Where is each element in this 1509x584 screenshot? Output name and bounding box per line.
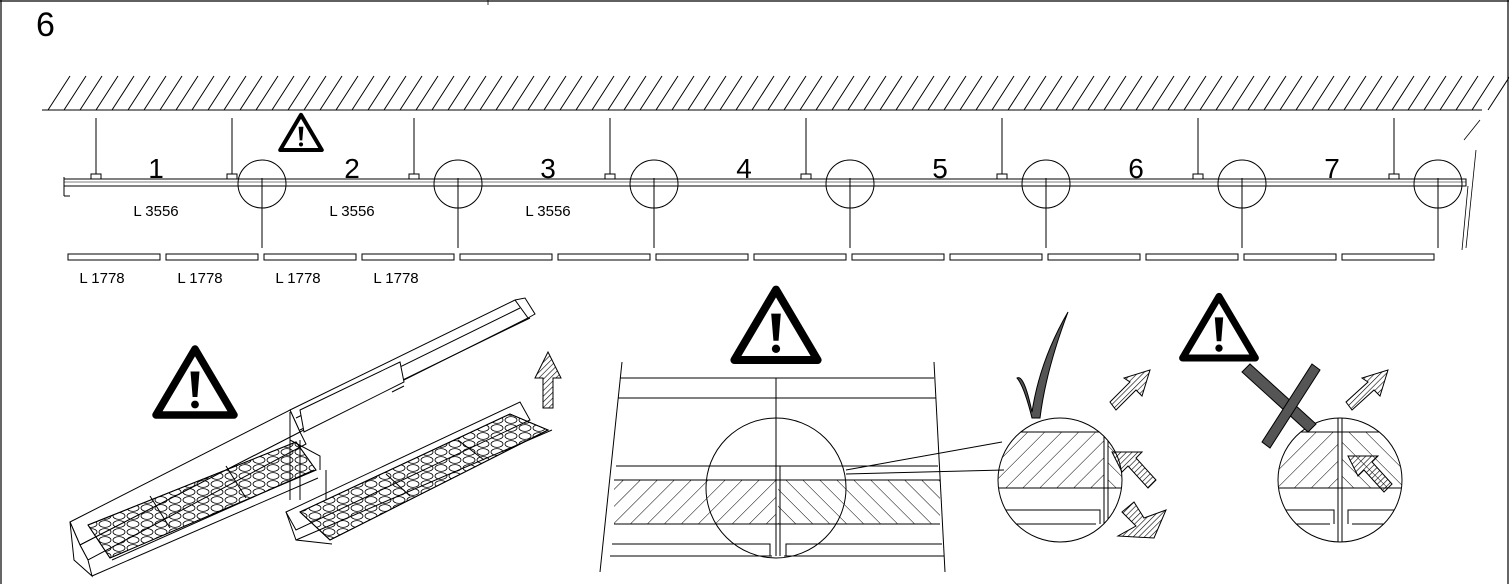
segment-number: 5 — [932, 153, 948, 184]
correct-joint-detail — [997, 417, 1167, 543]
module-bar — [949, 253, 1043, 261]
module-bar — [557, 253, 651, 261]
module-length: L 1778 — [275, 270, 320, 287]
joint-detail-view — [599, 361, 1005, 573]
module-bar — [851, 253, 945, 261]
module-bar — [459, 253, 553, 261]
module-bars — [67, 253, 1435, 261]
module-bar — [263, 253, 357, 261]
module-bar — [1145, 253, 1239, 261]
ceiling-hatching — [42, 75, 1509, 111]
pointer-arrow-icon — [1109, 369, 1393, 493]
warning-triangle-icon — [734, 290, 817, 360]
segment-number: 2 — [344, 153, 360, 184]
suspension-wires — [90, 118, 1400, 180]
module-bar — [1341, 253, 1435, 261]
module-bar — [753, 253, 847, 261]
module-bar — [67, 253, 161, 261]
cross-mark-icon — [1241, 363, 1321, 449]
segment-labels: 1 L 3556 2 L 3556 3 L 3556 4 5 6 7 — [133, 153, 1339, 220]
incorrect-joint-detail — [1277, 417, 1403, 543]
module-bar — [655, 253, 749, 261]
segment-number: 6 — [1128, 153, 1144, 184]
hanger-clip — [800, 173, 812, 180]
hanger-clip — [90, 173, 102, 180]
check-mark-icon — [1016, 311, 1069, 419]
hanger-clip — [996, 173, 1008, 180]
luminaire-isometric-view — [69, 297, 553, 578]
segment-length: L 3556 — [525, 203, 570, 220]
module-length: L 1778 — [373, 270, 418, 287]
segment-number: 1 — [148, 153, 164, 184]
segment-number: 4 — [736, 153, 752, 184]
hanger-clip — [604, 173, 616, 180]
module-bar — [165, 253, 259, 261]
warning-triangle-icon — [280, 115, 322, 150]
step-number: 6 — [36, 6, 55, 44]
hanger-clip — [1388, 173, 1400, 180]
module-length-labels: L 1778 L 1778 L 1778 L 1778 — [79, 270, 418, 287]
module-length: L 1778 — [79, 270, 124, 287]
hanger-clip — [226, 173, 238, 180]
module-bar — [361, 253, 455, 261]
segment-length: L 3556 — [133, 203, 178, 220]
segment-number: 3 — [540, 153, 556, 184]
trunking-rail — [63, 119, 1481, 251]
module-bar — [1047, 253, 1141, 261]
hanger-clip — [1192, 173, 1204, 180]
segment-number: 7 — [1324, 153, 1340, 184]
arrow-up-icon — [534, 350, 562, 409]
joint-markers — [237, 159, 1463, 248]
hanger-clip — [408, 173, 420, 180]
segment-length: L 3556 — [329, 203, 374, 220]
warning-triangle-icon — [156, 349, 234, 415]
module-length: L 1778 — [177, 270, 222, 287]
module-bar — [1243, 253, 1337, 261]
warning-triangle-icon — [1183, 296, 1256, 358]
